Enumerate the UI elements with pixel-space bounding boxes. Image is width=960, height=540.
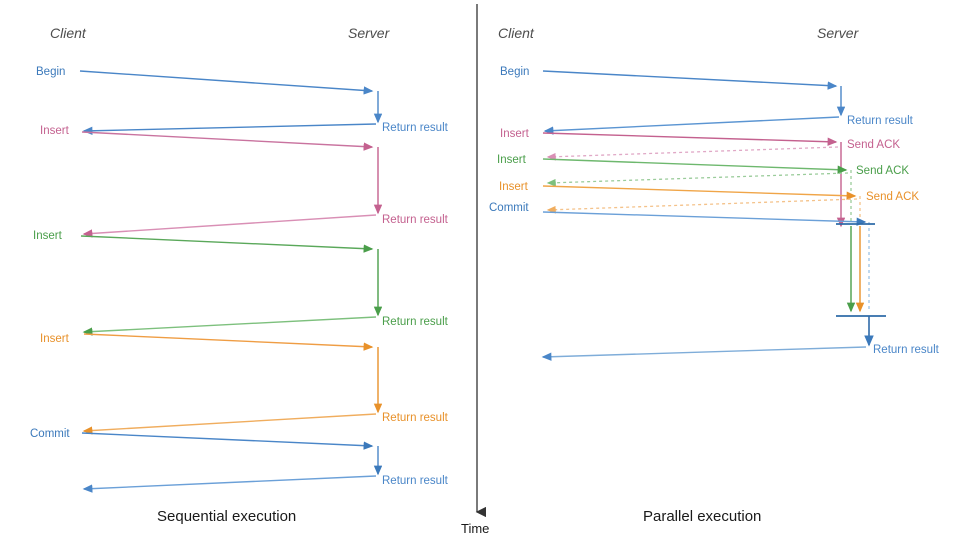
message-label-send-ack-orange-right: Send ACK xyxy=(866,191,919,203)
message-insert-pink-right: Insert Send ACK xyxy=(500,128,900,228)
message-return-result-2-left: Return result xyxy=(82,214,449,238)
arrow-insert-pink-request-right xyxy=(542,132,838,146)
message-begin-left: Begin xyxy=(36,66,383,124)
message-label-insert-pink-right: Insert xyxy=(500,128,530,140)
message-label-insert-pink-left: Insert xyxy=(40,125,70,137)
message-label-insert-green-right: Insert xyxy=(497,154,527,166)
message-return-result-1-right: Return result xyxy=(543,115,914,135)
message-label-begin-right: Begin xyxy=(500,66,529,78)
message-label-return-result-5-left: Return result xyxy=(382,475,449,487)
message-label-return-result-final-right: Return result xyxy=(873,344,940,356)
message-begin-right: Begin xyxy=(500,66,846,117)
time-axis: Time xyxy=(461,4,489,536)
message-insert-pink-left: Insert xyxy=(40,125,383,215)
arrow-insert-orange-request-right xyxy=(542,185,857,200)
message-insert-green-right: Insert Send ACK xyxy=(497,154,909,313)
message-label-return-result-1-right: Return result xyxy=(847,115,914,127)
actor-label-server-left: Server xyxy=(348,25,391,41)
arrow-begin-request-left xyxy=(79,70,374,95)
message-commit-right: Commit xyxy=(489,202,870,312)
arrow-insert-green-request-right xyxy=(542,158,848,174)
arrow-return-result-1-right xyxy=(543,116,840,135)
message-label-begin-left: Begin xyxy=(36,66,65,78)
message-insert-orange-left: Insert xyxy=(40,333,383,414)
arrow-insert-orange-request-left xyxy=(83,333,374,351)
message-label-commit-right: Commit xyxy=(489,202,529,214)
message-insert-orange-right: Insert Send ACK xyxy=(499,181,919,313)
caption-parallel-execution: Parallel execution xyxy=(643,508,761,525)
message-label-return-result-3-left: Return result xyxy=(382,316,449,328)
arrow-return-result-3-left xyxy=(82,316,377,336)
message-return-result-4-left: Return result xyxy=(82,412,449,435)
arrow-ack-orange-right xyxy=(546,198,858,214)
arrow-insert-pink-request-left xyxy=(81,131,374,151)
message-label-return-result-4-left: Return result xyxy=(382,412,449,424)
arrow-ack-pink-right xyxy=(546,146,839,161)
arrow-commit-request-right xyxy=(542,211,867,226)
arrow-ack-green-right xyxy=(546,172,849,187)
arrow-return-result-2-left xyxy=(82,214,377,238)
arrow-commit-request-left xyxy=(81,432,374,450)
right-panel-parallel: Client Server Begin Return result Insert… xyxy=(489,25,940,525)
message-label-send-ack-green-right: Send ACK xyxy=(856,165,909,177)
actor-label-client-right: Client xyxy=(498,25,535,41)
time-axis-label: Time xyxy=(461,521,489,536)
message-return-result-final-right: Return result xyxy=(541,344,940,361)
actor-label-client-left: Client xyxy=(50,25,87,41)
caption-sequential-execution: Sequential execution xyxy=(157,508,296,525)
left-panel-sequential: Client Server Begin Return result Insert xyxy=(30,25,449,525)
message-label-send-ack-pink-right: Send ACK xyxy=(847,139,900,151)
arrow-insert-green-request-left xyxy=(80,235,374,253)
message-insert-green-left: Insert xyxy=(33,230,383,317)
message-return-result-3-left: Return result xyxy=(82,316,449,336)
message-label-insert-orange-right: Insert xyxy=(499,181,529,193)
message-label-commit-left: Commit xyxy=(30,428,70,440)
arrow-return-result-5-left xyxy=(82,475,377,493)
arrow-return-result-1-left xyxy=(82,123,377,135)
message-commit-left: Commit xyxy=(30,428,383,476)
message-return-result-5-left: Return result xyxy=(82,475,449,493)
message-label-insert-orange-left: Insert xyxy=(40,333,70,345)
actor-label-server-right: Server xyxy=(817,25,860,41)
message-label-insert-green-left: Insert xyxy=(33,230,63,242)
arrow-begin-request-right xyxy=(542,70,838,90)
arrow-return-result-final-right xyxy=(541,346,867,361)
message-return-result-1-left: Return result xyxy=(82,122,449,135)
message-label-return-result-1-left: Return result xyxy=(382,122,449,134)
arrow-return-result-4-left xyxy=(82,413,377,435)
message-label-return-result-2-left: Return result xyxy=(382,214,449,226)
